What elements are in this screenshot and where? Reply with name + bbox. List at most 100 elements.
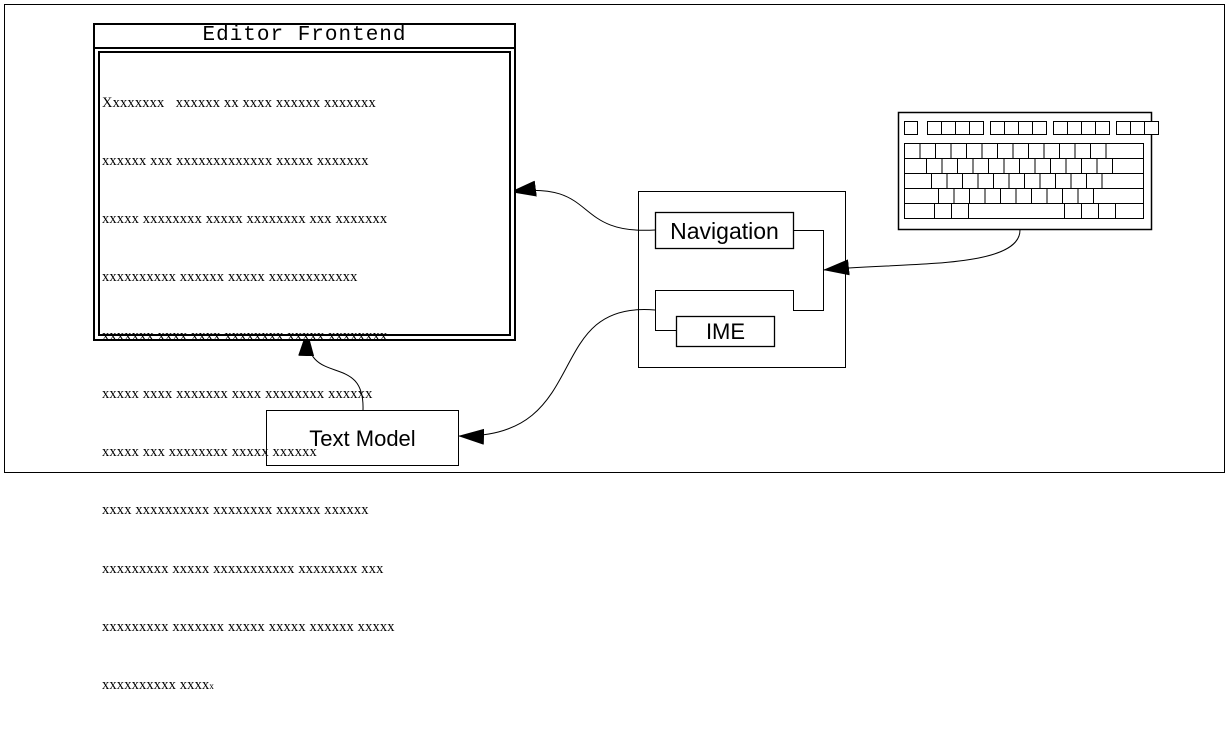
keyboard-key — [977, 173, 994, 189]
keyboard-key — [988, 158, 1005, 174]
editor-line: xxxxxxxxx xxxxx xxxxxxxxxxx xxxxxxxx xxx — [102, 560, 384, 577]
ime-label: IME — [705, 319, 746, 344]
keyboard-key — [938, 188, 955, 204]
keyboard-key — [1043, 143, 1060, 159]
keyboard-key — [1015, 188, 1032, 204]
keyboard-key — [1046, 188, 1063, 204]
keyboard-key — [1034, 158, 1051, 174]
keyboard-key — [981, 143, 998, 159]
keyboard-key — [1105, 143, 1144, 159]
editor-line: xxxxxxx xxxx xxxx xxxxxxxx xxxxx xxxxxxx… — [102, 327, 388, 344]
keyboard-key — [990, 121, 1005, 135]
keyboard-key — [1050, 158, 1067, 174]
editor-frontend-window: Editor Frontend Xxxxxxxx xxxxxx xx xxxx … — [93, 23, 516, 693]
editor-line: xxxxxxxxx xxxxxxx xxxxx xxxxx xxxxxx xxx… — [102, 618, 395, 635]
editor-text-area: Xxxxxxxx xxxxxx xx xxxx xxxxxx xxxxxxx x… — [98, 51, 511, 693]
keyboard-key — [1024, 173, 1041, 189]
navigation-bracket — [655, 230, 824, 331]
input-system-container — [638, 191, 846, 368]
keyboard-key — [1053, 121, 1068, 135]
keyboard-key — [1008, 173, 1025, 189]
keyboard-key — [1096, 158, 1113, 174]
editor-line: xxxxx xxxxxxxx xxxxx xxxxxxxx xxx xxxxxx… — [102, 211, 388, 228]
keyboard-key — [1074, 143, 1091, 159]
keyboard-key — [1077, 188, 1094, 204]
editor-title: Editor Frontend — [95, 25, 514, 49]
keyboard-key — [1070, 173, 1087, 189]
keyboard-key — [1112, 158, 1144, 174]
keyboard-key — [951, 203, 969, 219]
keyboard-key — [1028, 143, 1045, 159]
keyboard-key — [1019, 158, 1036, 174]
keyboard-key — [1000, 188, 1017, 204]
keyboard-key — [953, 188, 970, 204]
keyboard-key — [931, 173, 948, 189]
keyboard-key — [904, 188, 939, 204]
connector-navigation-to-editor — [509, 180, 656, 231]
editor-line: xxxx xxxxxxxxxx xxxxxxxx xxxxxx xxxxxx — [102, 502, 369, 519]
editor-line: Xxxxxxxx xxxxxx xx xxxx xxxxxx xxxxxxx — [102, 94, 376, 111]
keyboard-icon — [897, 111, 1159, 231]
keyboard-key — [904, 143, 921, 159]
keyboard-key — [1055, 173, 1072, 189]
keyboard-key — [946, 173, 963, 189]
connector-textmodel-to-editor — [298, 329, 364, 411]
keyboard-key — [1004, 121, 1019, 135]
keyboard-key — [1039, 173, 1056, 189]
connector-keyboard-to-input — [822, 229, 1021, 276]
keyboard-key — [1116, 121, 1131, 135]
keyboard-key — [935, 143, 952, 159]
keyboard-key — [1090, 143, 1107, 159]
keyboard-key — [1003, 158, 1020, 174]
keyboard-key — [1031, 188, 1048, 204]
editor-line: xxxxx xxxx xxxxxxx xxxx xxxxxxxx xxxxxx — [102, 385, 373, 402]
keyboard-key — [1032, 121, 1047, 135]
keyboard-key — [1067, 121, 1082, 135]
keyboard-key — [969, 121, 984, 135]
keyboard-key — [972, 158, 989, 174]
editor-cursor-char: x — [209, 681, 215, 691]
keyboard-key — [962, 173, 979, 189]
keyboard-key — [1081, 203, 1099, 219]
connector-ime-to-textmodel — [457, 309, 656, 445]
keyboard-key — [1062, 188, 1079, 204]
keyboard-key — [1098, 203, 1116, 219]
diagram: Editor Frontend Xxxxxxxx xxxxxx xx xxxx … — [4, 4, 1225, 693]
keyboard-key — [950, 143, 967, 159]
keyboard-key — [1095, 121, 1110, 135]
keyboard-key — [984, 188, 1001, 204]
keyboard-key — [941, 121, 956, 135]
keyboard-key — [957, 158, 974, 174]
keyboard-key — [927, 121, 942, 135]
navigation-label: Navigation — [670, 217, 779, 244]
keyboard-key — [1101, 173, 1144, 189]
editor-line-last: xxxxxxxxxx xxxxx — [102, 676, 497, 696]
keyboard-keys — [904, 121, 1159, 219]
keyboard-key — [1064, 203, 1082, 219]
keyboard-key — [955, 121, 970, 135]
keyboard-key — [1065, 158, 1082, 174]
ime-box — [675, 315, 776, 348]
keyboard-key — [966, 143, 983, 159]
editor-text-content: Xxxxxxxx xxxxxx xx xxxx xxxxxx xxxxxxx x… — [102, 55, 497, 735]
keyboard-key — [1059, 143, 1076, 159]
diagram-canvas — [4, 4, 1225, 473]
keyboard-key — [969, 188, 986, 204]
editor-line: xxxxx xxx xxxxxxxx xxxxx xxxxxx — [102, 444, 317, 461]
keyboard-key — [926, 158, 943, 174]
keyboard-key — [904, 121, 918, 135]
keyboard-key — [997, 143, 1014, 159]
text-model-label: Text Model — [309, 425, 416, 451]
keyboard-key — [904, 158, 927, 174]
editor-line: xxxxxxxxxx xxxx — [102, 677, 210, 693]
keyboard-key — [934, 203, 952, 219]
text-model-box — [266, 410, 459, 466]
editor-line: xxxxxx xxx xxxxxxxxxxxxx xxxxx xxxxxxx — [102, 153, 369, 170]
keyboard-key — [1144, 121, 1159, 135]
keyboard-key — [941, 158, 958, 174]
keyboard-key — [1081, 121, 1096, 135]
keyboard-key — [1086, 173, 1103, 189]
keyboard-key — [1130, 121, 1145, 135]
keyboard-key — [1093, 188, 1144, 204]
editor-line: xxxxxxxxxx xxxxxx xxxxx xxxxxxxxxxxx — [102, 269, 358, 286]
